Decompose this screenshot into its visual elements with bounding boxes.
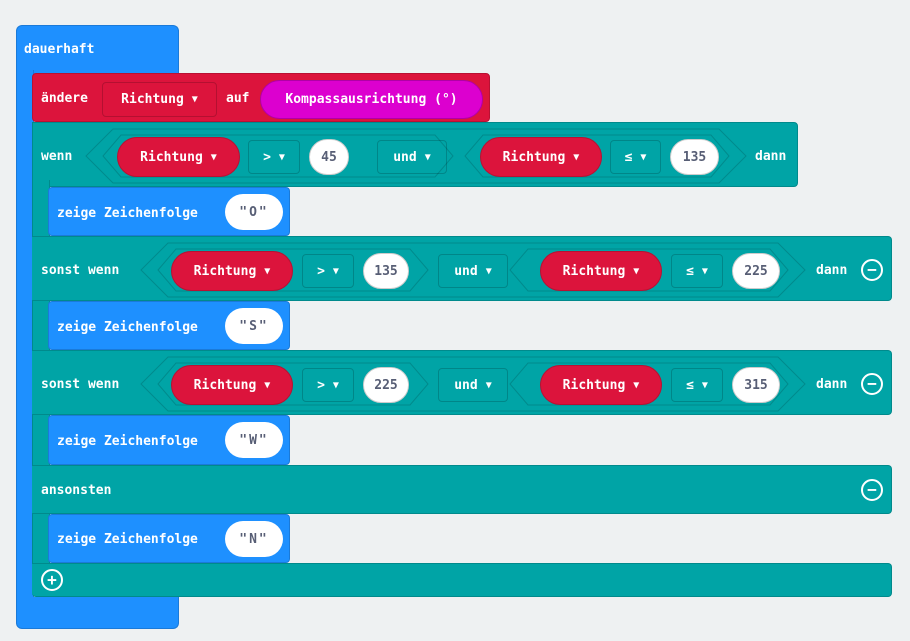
logic-op: und: [454, 377, 478, 393]
then-label: dann: [755, 149, 787, 164]
operator-dropdown[interactable]: >▼: [302, 368, 354, 402]
add-branch-plus-icon[interactable]: +: [41, 569, 63, 591]
dropdown-arrow-icon: ▼: [701, 379, 708, 391]
logic-op: und: [393, 149, 417, 165]
operator: >: [263, 149, 271, 165]
remove-else-minus-icon[interactable]: −: [861, 479, 883, 501]
dropdown-arrow-icon: ▼: [332, 265, 339, 277]
operator-dropdown[interactable]: ≤▼: [610, 140, 661, 174]
dropdown-arrow-icon: ▼: [701, 265, 708, 277]
dropdown-arrow-icon: ▼: [485, 379, 492, 391]
logic-op: und: [454, 263, 478, 279]
remove-branch-minus-icon[interactable]: −: [861, 259, 883, 281]
dropdown-arrow-icon: ▼: [424, 151, 431, 163]
dropdown-arrow-icon: ▼: [264, 379, 271, 391]
dropdown-arrow-icon: ▼: [210, 151, 217, 163]
dropdown-arrow-icon: ▼: [573, 151, 580, 163]
dropdown-arrow-icon: ▼: [191, 94, 198, 105]
number-input[interactable]: 135: [363, 253, 409, 289]
show-string-label: zeige Zeichenfolge: [57, 434, 198, 449]
set-label: ändere: [41, 91, 88, 106]
dropdown-arrow-icon: ▼: [264, 265, 271, 277]
number-input[interactable]: 135: [670, 139, 719, 175]
if-block-bottom: [32, 563, 892, 597]
show-string-label: zeige Zeichenfolge: [57, 320, 198, 335]
variable-name: Richtung: [562, 263, 626, 279]
variable-pill[interactable]: Richtung ▼: [540, 365, 662, 405]
then-label: dann: [816, 263, 848, 278]
remove-branch-minus-icon[interactable]: −: [861, 373, 883, 395]
dropdown-arrow-icon: ▼: [633, 265, 640, 277]
number-input[interactable]: 315: [732, 367, 780, 403]
operator: >: [317, 263, 325, 279]
show-string-label: zeige Zeichenfolge: [57, 532, 198, 547]
variable-pill[interactable]: Richtung ▼: [171, 365, 293, 405]
string-input[interactable]: "S": [225, 308, 283, 344]
string-input[interactable]: "O": [225, 194, 283, 230]
show-string-label: zeige Zeichenfolge: [57, 206, 198, 221]
dropdown-arrow-icon: ▼: [332, 379, 339, 391]
variable-name: Richtung: [140, 149, 203, 165]
operator: ≤: [624, 149, 633, 165]
string-input[interactable]: "W": [225, 422, 283, 458]
operator-dropdown[interactable]: ≤▼: [671, 254, 723, 288]
else-if-keyword: sonst wenn: [41, 377, 120, 392]
forever-block-bottom: [16, 597, 179, 629]
operator-dropdown[interactable]: >▼: [302, 254, 354, 288]
string-input[interactable]: "N": [225, 521, 283, 557]
then-label: dann: [816, 377, 848, 392]
variable-name: Richtung: [502, 149, 566, 165]
logic-dropdown[interactable]: und ▼: [438, 368, 508, 402]
dropdown-arrow-icon: ▼: [278, 151, 285, 163]
if-keyword: wenn: [41, 149, 73, 164]
operator-dropdown[interactable]: ≤▼: [671, 368, 723, 402]
variable-name: Richtung: [193, 377, 257, 393]
variable-name: Richtung: [193, 263, 257, 279]
variable-pill[interactable]: Richtung ▼: [117, 137, 240, 177]
dropdown-arrow-icon: ▼: [485, 265, 492, 277]
operator-dropdown[interactable]: >▼: [248, 140, 300, 174]
logic-dropdown[interactable]: und ▼: [438, 254, 508, 288]
forever-label: dauerhaft: [24, 42, 95, 57]
variable-dropdown[interactable]: Richtung ▼: [102, 82, 217, 117]
else-if-keyword: sonst wenn: [41, 263, 120, 278]
variable-pill[interactable]: Richtung ▼: [540, 251, 662, 291]
dropdown-arrow-icon: ▼: [640, 151, 647, 163]
variable-pill[interactable]: Richtung ▼: [480, 137, 602, 177]
number-input[interactable]: 45: [309, 139, 349, 175]
variable-name: Richtung: [121, 92, 184, 107]
number-input[interactable]: 225: [732, 253, 780, 289]
operator: ≤: [686, 263, 694, 279]
variable-name: Richtung: [562, 377, 626, 393]
else-keyword: ansonsten: [41, 483, 112, 498]
else-row[interactable]: [32, 465, 892, 514]
forever-block[interactable]: [16, 25, 179, 75]
number-input[interactable]: 225: [363, 367, 409, 403]
logic-dropdown[interactable]: und ▼: [377, 140, 447, 174]
operator: ≤: [686, 377, 694, 393]
compass-heading-label: Kompassausrichtung (°): [285, 92, 458, 107]
compass-heading-block[interactable]: Kompassausrichtung (°): [260, 80, 483, 119]
to-label: auf: [226, 91, 250, 106]
dropdown-arrow-icon: ▼: [633, 379, 640, 391]
variable-pill[interactable]: Richtung ▼: [171, 251, 293, 291]
operator: >: [317, 377, 325, 393]
